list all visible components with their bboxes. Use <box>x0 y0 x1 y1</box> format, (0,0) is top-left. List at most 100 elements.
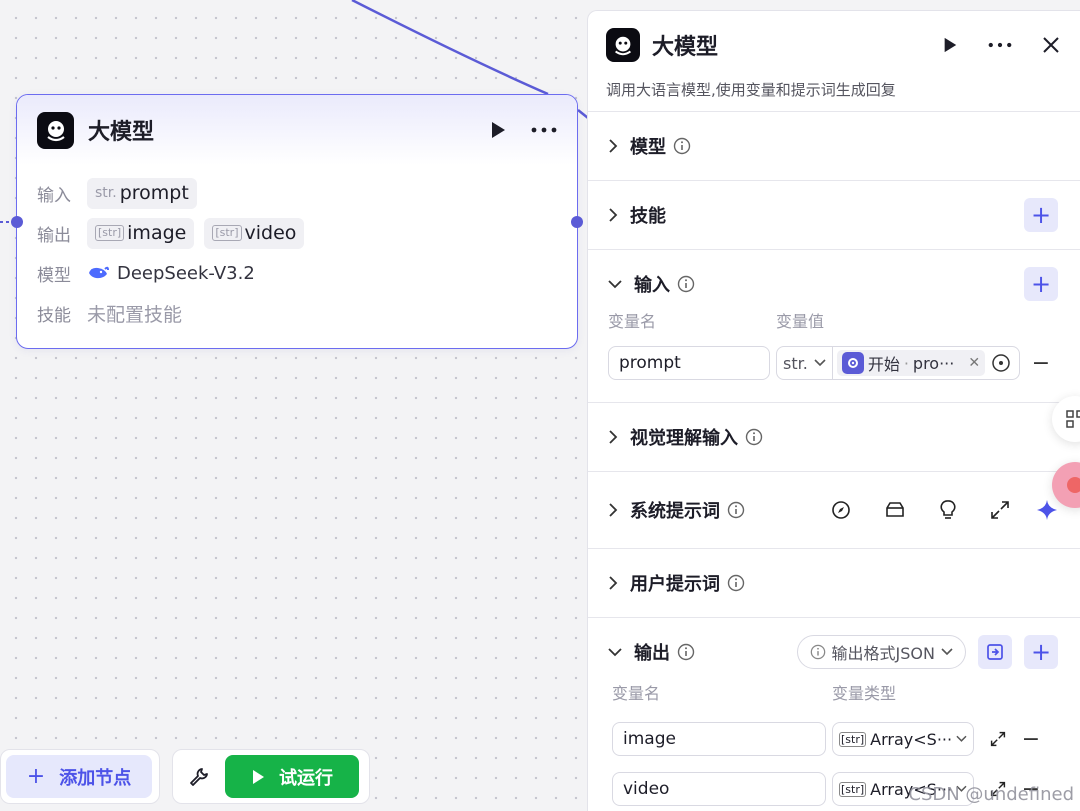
output-var-name: video <box>623 779 670 799</box>
chevron-down-icon <box>956 785 967 792</box>
input-port[interactable] <box>11 216 23 228</box>
compass-icon[interactable] <box>831 500 851 520</box>
import-json-button[interactable] <box>978 635 1012 669</box>
remove-output-button[interactable]: − <box>1021 776 1041 802</box>
remove-ref-icon[interactable]: ✕ <box>968 355 981 371</box>
chevron-right-icon <box>609 139 618 153</box>
section-header[interactable]: 用户提示词 <box>608 549 1058 617</box>
output-type-select[interactable]: [str] Array<S··· <box>832 772 974 806</box>
output-type-value: Array<S··· <box>870 729 953 749</box>
info-icon[interactable] <box>745 428 763 446</box>
output-port[interactable] <box>571 216 583 228</box>
input-chip: str. prompt <box>87 177 197 209</box>
output-format-select[interactable]: 输出格式JSON <box>796 635 966 669</box>
add-input-button[interactable]: + <box>1024 267 1058 301</box>
section-user-prompt: 用户提示词 <box>588 548 1080 617</box>
output-var-name-field[interactable]: image <box>612 722 826 756</box>
output-row-label: 输出 <box>37 225 71 246</box>
node-header: 大模型 <box>17 95 577 165</box>
output-row: video [str] Array<S··· − <box>608 772 1058 806</box>
panel-header: 大模型 <box>588 11 1080 79</box>
play-icon[interactable] <box>942 37 958 53</box>
import-icon <box>987 644 1003 660</box>
output-row: image [str] Array<S··· − <box>608 722 1058 756</box>
section-title: 技能 <box>630 206 666 227</box>
more-icon[interactable] <box>531 127 557 133</box>
remove-input-button[interactable]: − <box>1031 350 1051 376</box>
expand-icon[interactable] <box>990 500 1010 520</box>
node-output-row: 输出 [str] image [str] video <box>37 213 557 253</box>
close-icon[interactable] <box>1042 36 1060 54</box>
assistant-avatar-icon <box>1067 477 1080 493</box>
expand-icon[interactable] <box>990 731 1006 747</box>
run-toolbar: 试运行 <box>172 749 370 804</box>
node-input-row: 输入 str. prompt <box>37 173 557 213</box>
info-icon[interactable] <box>677 275 695 293</box>
section-title: 系统提示词 <box>630 501 720 522</box>
play-icon[interactable] <box>489 121 507 139</box>
info-icon[interactable] <box>677 643 695 661</box>
chevron-down-icon <box>608 280 622 289</box>
section-header[interactable]: 视觉理解输入 <box>608 403 1058 471</box>
output-type-select[interactable]: [str] Array<S··· <box>832 722 974 756</box>
info-icon[interactable] <box>727 574 745 592</box>
add-output-button[interactable]: + <box>1024 635 1058 669</box>
ref-separator: · <box>903 353 909 373</box>
wrench-icon[interactable] <box>189 767 209 787</box>
chevron-right-icon <box>609 208 618 222</box>
section-title: 视觉理解输入 <box>630 428 738 449</box>
info-icon[interactable] <box>673 137 691 155</box>
section-header[interactable]: 系统提示词 <box>608 472 1058 548</box>
output-name: video <box>244 222 297 244</box>
input-row-label: 输入 <box>37 185 71 206</box>
panel-description: 调用大语言模型,使用变量和提示词生成回复 <box>606 81 896 99</box>
skill-row-label: 技能 <box>37 305 71 326</box>
plus-icon: + <box>26 764 46 789</box>
skill-value: 未配置技能 <box>87 303 183 326</box>
variable-picker-icon[interactable] <box>991 353 1011 373</box>
input-name: prompt <box>119 182 189 204</box>
info-icon[interactable] <box>727 501 745 519</box>
add-node-button[interactable]: + 添加节点 <box>6 755 152 798</box>
deepseek-whale-icon <box>89 266 109 279</box>
chevron-right-icon <box>609 576 618 590</box>
section-header[interactable]: 模型 <box>608 112 1058 180</box>
add-skill-button[interactable]: + <box>1024 198 1058 232</box>
more-icon[interactable] <box>988 42 1012 48</box>
node-title: 大模型 <box>88 120 155 145</box>
section-header[interactable]: 技能 + <box>608 181 1058 249</box>
section-model: 模型 <box>588 111 1080 180</box>
llm-node-card[interactable]: 大模型 输入 str. prompt 输出 [str] image <box>16 94 578 349</box>
section-title: 输入 <box>634 275 670 296</box>
ai-sparkle-icon[interactable] <box>1036 499 1058 521</box>
input-table-header: 变量名 变量值 <box>608 308 1058 334</box>
col-name-label: 变量名 <box>612 684 661 703</box>
info-icon <box>810 644 825 660</box>
output-table-header: 变量名 变量类型 <box>608 680 1058 706</box>
prompt-library-icon[interactable] <box>884 500 906 520</box>
expand-icon[interactable] <box>990 781 1006 797</box>
variable-reference-tag[interactable]: 开始 · pro··· ✕ <box>836 350 986 376</box>
type-select[interactable]: str. <box>777 347 833 379</box>
section-header[interactable]: 输出 输出格式JSON + <box>608 618 1058 686</box>
input-var-name-field[interactable]: prompt <box>608 346 770 380</box>
col-name-label: 变量名 <box>608 312 657 331</box>
watermark: CSDN @undefined <box>908 784 1074 805</box>
section-header[interactable]: 输入 + <box>608 250 1058 318</box>
output-var-name-field[interactable]: video <box>612 772 826 806</box>
chevron-right-icon <box>609 503 618 517</box>
type-label: str. <box>95 185 117 201</box>
lightbulb-icon[interactable] <box>939 499 957 521</box>
output-name: image <box>127 222 187 244</box>
remove-output-button[interactable]: − <box>1021 726 1041 752</box>
test-run-button[interactable]: 试运行 <box>225 755 359 798</box>
input-var-name: prompt <box>619 353 681 373</box>
ref-var: pro··· <box>912 353 955 373</box>
qr-code-icon <box>1066 410 1080 428</box>
chevron-down-icon <box>941 648 953 656</box>
chevron-down-icon <box>956 735 967 742</box>
node-skill-row: 技能 未配置技能 <box>37 293 557 333</box>
col-value-label: 变量值 <box>776 312 825 331</box>
section-input: 输入 + 变量名 变量值 prompt str. <box>588 249 1080 402</box>
